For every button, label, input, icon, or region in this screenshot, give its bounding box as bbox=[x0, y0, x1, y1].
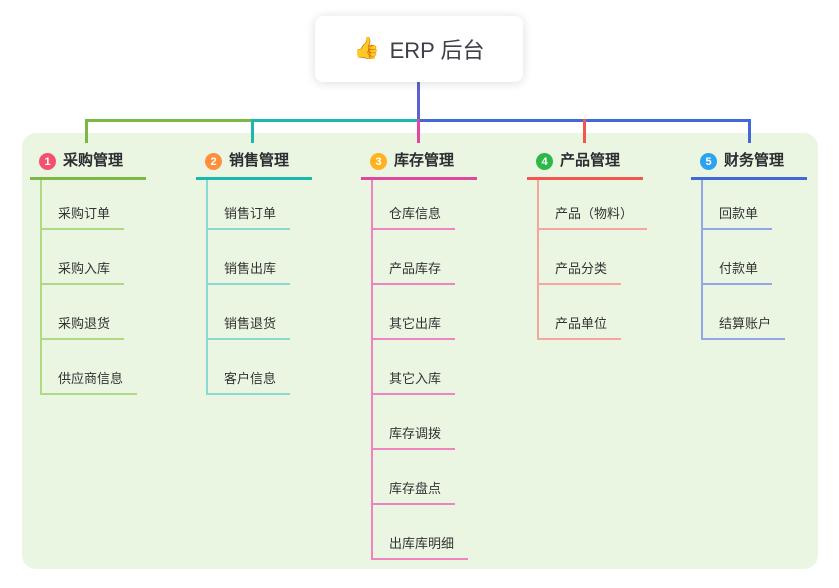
node-sales-return[interactable]: 销售退货 bbox=[208, 285, 291, 340]
node-settlement-account[interactable]: 结算账户 bbox=[703, 285, 786, 340]
branch-children-inventory: 仓库信息 产品库存 其它出库 其它入库 库存调拨 库存盘点 出库库明细 bbox=[371, 180, 477, 560]
node-product-material[interactable]: 产品（物料） bbox=[539, 180, 648, 230]
branch-number-badge: 4 bbox=[536, 153, 553, 170]
branch-sales: 2 销售管理 销售订单 销售出库 销售退货 客户信息 bbox=[196, 144, 312, 395]
connector-drop-sales bbox=[251, 119, 254, 143]
branch-title-label: 销售管理 bbox=[229, 152, 290, 169]
node-warehouse-info[interactable]: 仓库信息 bbox=[373, 180, 456, 230]
node-stock-transfer[interactable]: 库存调拨 bbox=[373, 395, 456, 450]
node-product-unit[interactable]: 产品单位 bbox=[539, 285, 622, 340]
node-product-category[interactable]: 产品分类 bbox=[539, 230, 622, 285]
branch-title-inventory[interactable]: 3 库存管理 bbox=[361, 144, 477, 180]
connector-bus-segment-sales bbox=[253, 119, 419, 122]
node-receipt-voucher[interactable]: 回款单 bbox=[703, 180, 773, 230]
node-outbound-detail[interactable]: 出库库明细 bbox=[373, 505, 469, 560]
thumbs-up-icon: 👍 bbox=[353, 37, 380, 60]
branch-inventory: 3 库存管理 仓库信息 产品库存 其它出库 其它入库 库存调拨 库存盘点 出库库… bbox=[361, 144, 477, 560]
node-other-inbound[interactable]: 其它入库 bbox=[373, 340, 456, 395]
branch-title-finance[interactable]: 5 财务管理 bbox=[691, 144, 807, 180]
branch-title-label: 库存管理 bbox=[394, 152, 455, 169]
node-sales-outbound[interactable]: 销售出库 bbox=[208, 230, 291, 285]
connector-drop-purchase bbox=[85, 119, 88, 143]
branches-background-panel bbox=[22, 133, 818, 569]
branch-children-finance: 回款单 付款单 结算账户 bbox=[701, 180, 807, 340]
branch-number-badge: 2 bbox=[205, 153, 222, 170]
connector-drop-finance bbox=[748, 119, 751, 143]
branch-title-sales[interactable]: 2 销售管理 bbox=[196, 144, 312, 180]
branch-children-sales: 销售订单 销售出库 销售退货 客户信息 bbox=[206, 180, 312, 395]
branch-title-label: 采购管理 bbox=[63, 152, 124, 169]
branch-product: 4 产品管理 产品（物料） 产品分类 产品单位 bbox=[527, 144, 648, 340]
node-purchase-inbound[interactable]: 采购入库 bbox=[42, 230, 125, 285]
root-node-label: ERP 后台 bbox=[389, 38, 485, 63]
node-purchase-order[interactable]: 采购订单 bbox=[42, 180, 125, 230]
root-stem-connector bbox=[417, 82, 420, 122]
node-supplier-info[interactable]: 供应商信息 bbox=[42, 340, 138, 395]
node-payment-voucher[interactable]: 付款单 bbox=[703, 230, 773, 285]
branch-children-purchase: 采购订单 采购入库 采购退货 供应商信息 bbox=[40, 180, 146, 395]
branch-number-badge: 5 bbox=[700, 153, 717, 170]
branch-number-badge: 1 bbox=[39, 153, 56, 170]
branch-title-purchase[interactable]: 1 采购管理 bbox=[30, 144, 146, 180]
node-product-stock[interactable]: 产品库存 bbox=[373, 230, 456, 285]
node-stock-taking[interactable]: 库存盘点 bbox=[373, 450, 456, 505]
node-sales-order[interactable]: 销售订单 bbox=[208, 180, 291, 230]
connector-drop-inventory bbox=[417, 119, 420, 143]
connector-bus-segment-purchase bbox=[85, 119, 253, 122]
node-purchase-return[interactable]: 采购退货 bbox=[42, 285, 125, 340]
node-customer-info[interactable]: 客户信息 bbox=[208, 340, 291, 395]
branch-purchase: 1 采购管理 采购订单 采购入库 采购退货 供应商信息 bbox=[30, 144, 146, 395]
root-node-erp-backend[interactable]: 👍 ERP 后台 bbox=[315, 16, 523, 82]
connector-drop-product bbox=[583, 119, 586, 143]
branch-title-label: 产品管理 bbox=[560, 152, 621, 169]
node-other-outbound[interactable]: 其它出库 bbox=[373, 285, 456, 340]
branch-title-label: 财务管理 bbox=[724, 152, 785, 169]
branch-title-product[interactable]: 4 产品管理 bbox=[527, 144, 643, 180]
branch-children-product: 产品（物料） 产品分类 产品单位 bbox=[537, 180, 648, 340]
branch-number-badge: 3 bbox=[370, 153, 387, 170]
branch-finance: 5 财务管理 回款单 付款单 结算账户 bbox=[691, 144, 807, 340]
